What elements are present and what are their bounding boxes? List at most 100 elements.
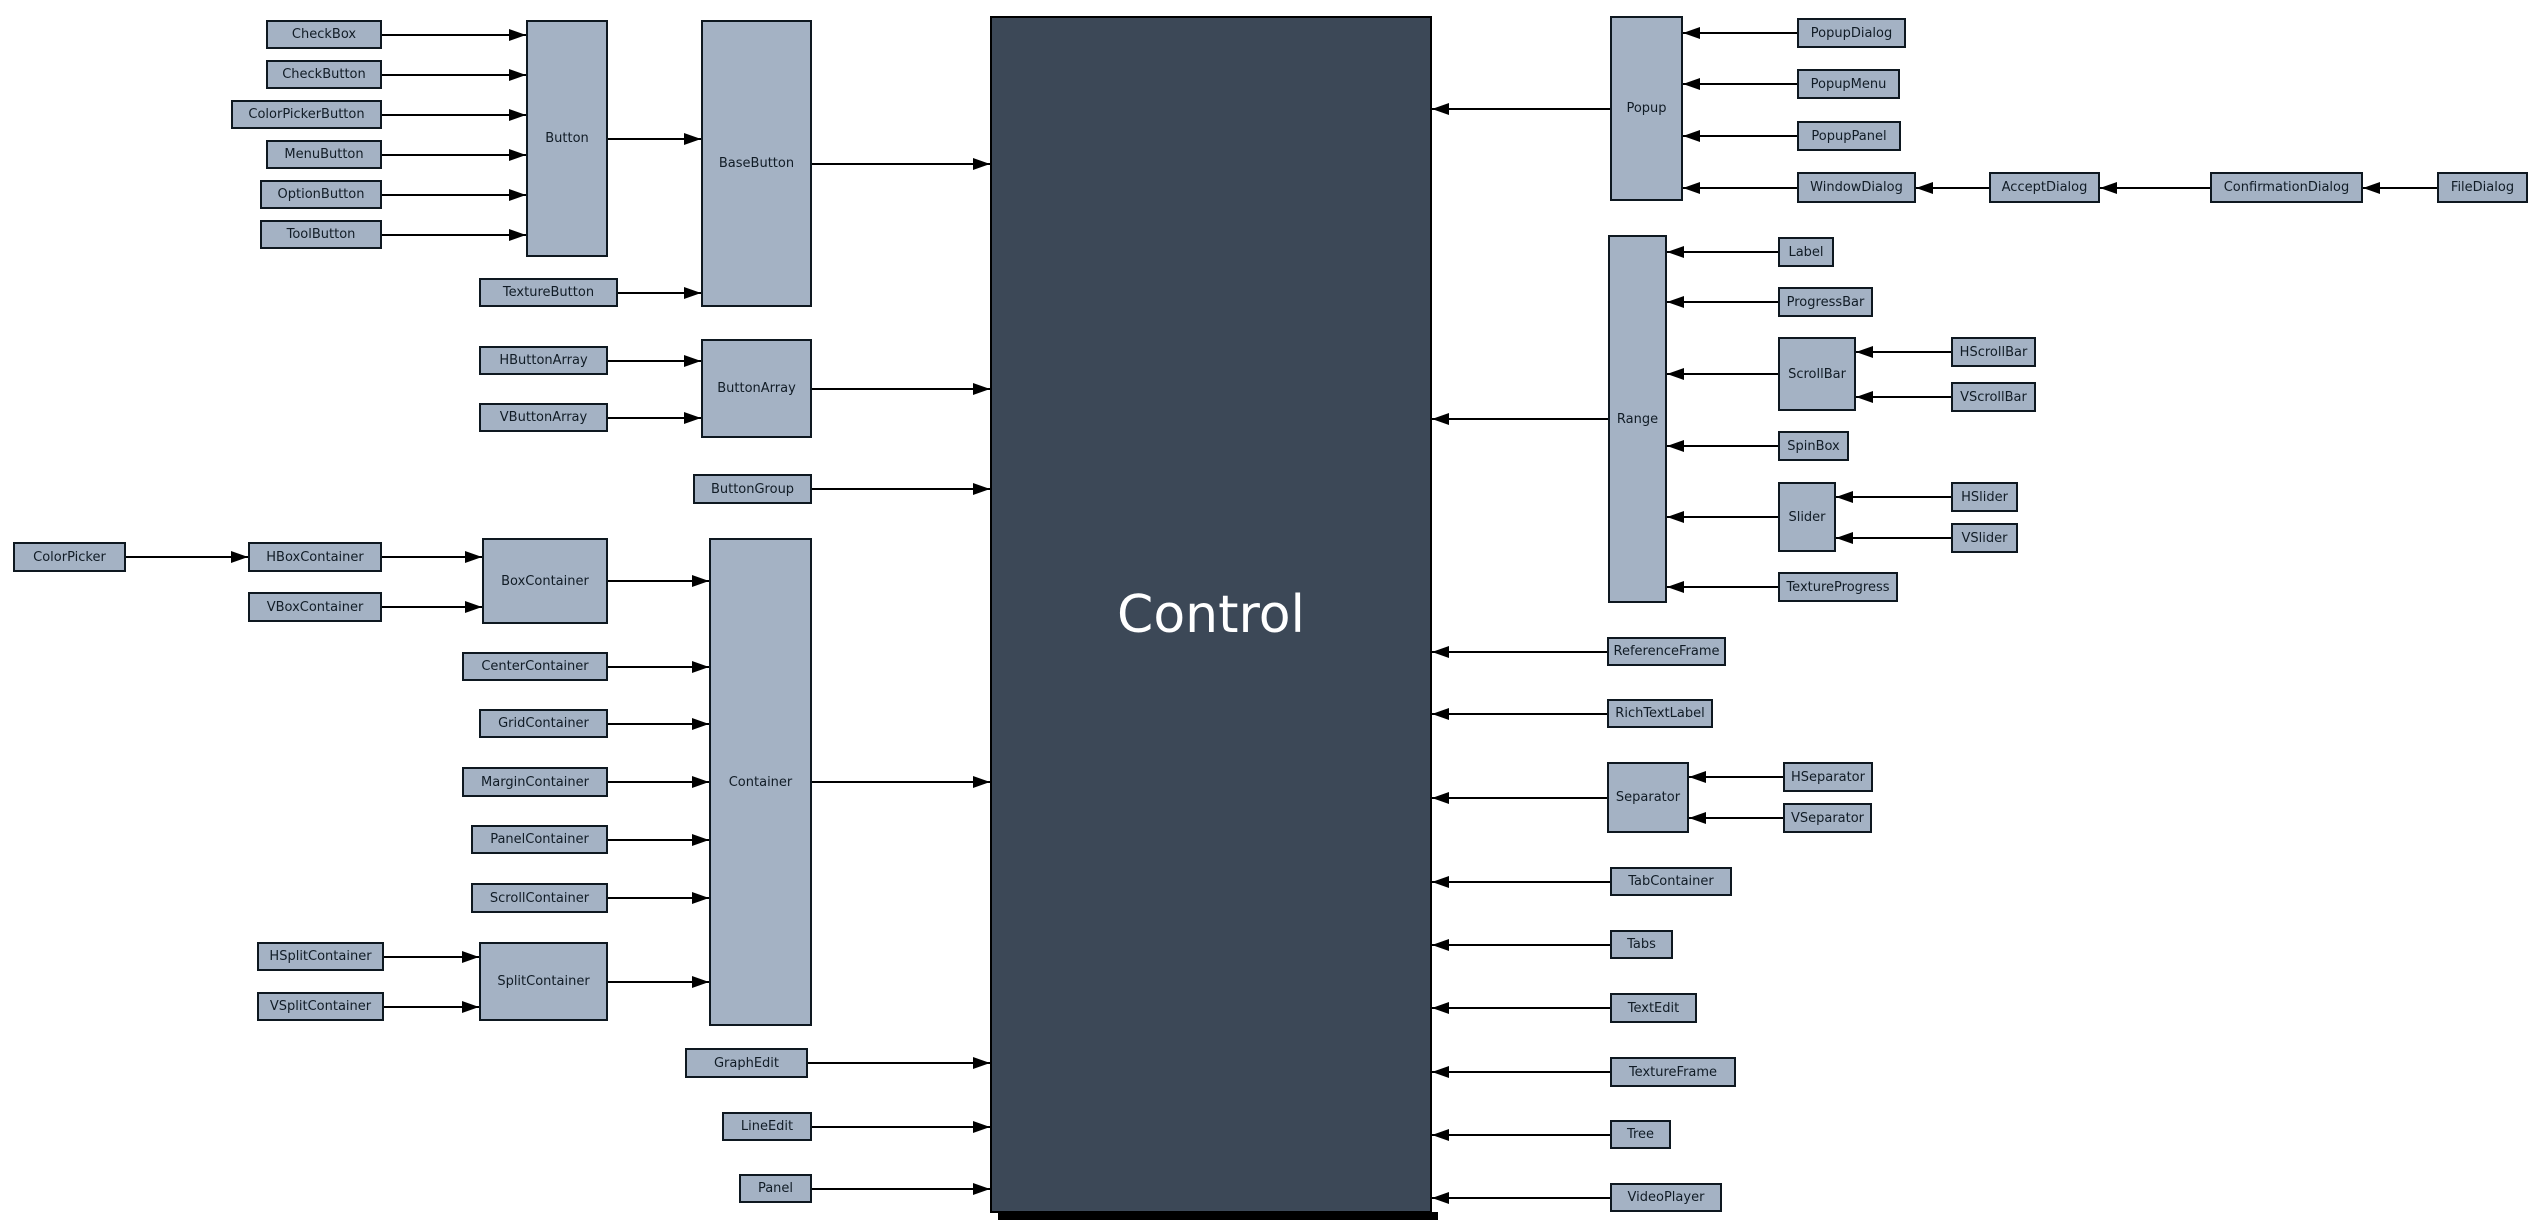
- class-node-VScrollBar: VScrollBar: [1951, 382, 2036, 412]
- arrowhead-icon: [1836, 532, 1853, 544]
- class-node-Container: Container: [709, 538, 812, 1026]
- arrowhead-icon: [1856, 391, 1873, 403]
- arrowhead-icon: [1667, 246, 1684, 258]
- edge-Label-to-Range: [1667, 251, 1778, 253]
- arrowhead-icon: [2100, 182, 2117, 194]
- edge-AcceptDialog-to-WindowDialog: [1916, 187, 1989, 189]
- edge-Panel-to-Control: [812, 1188, 990, 1190]
- arrowhead-icon: [2363, 182, 2380, 194]
- arrowhead-icon: [973, 776, 990, 788]
- arrowhead-icon: [1667, 368, 1684, 380]
- class-node-BoxContainer: BoxContainer: [482, 538, 608, 624]
- edge-PopupPanel-to-Popup: [1683, 135, 1797, 137]
- arrowhead-icon: [462, 951, 479, 963]
- edge-VSlider-to-Slider: [1836, 537, 1951, 539]
- class-node-VSeparator: VSeparator: [1783, 803, 1872, 833]
- edge-Tabs-to-Control: [1432, 944, 1610, 946]
- class-node-HButtonArray: HButtonArray: [479, 346, 608, 375]
- class-node-ColorPicker: ColorPicker: [13, 542, 126, 572]
- edge-HBoxContainer-to-BoxContainer: [382, 556, 482, 558]
- edge-MenuButton-to-Button: [382, 154, 526, 156]
- arrowhead-icon: [684, 133, 701, 145]
- class-node-MenuButton: MenuButton: [266, 140, 382, 169]
- class-node-Separator: Separator: [1607, 762, 1689, 833]
- class-node-GridContainer: GridContainer: [479, 709, 608, 738]
- arrowhead-icon: [1836, 491, 1853, 503]
- arrowhead-icon: [1432, 939, 1449, 951]
- edge-VideoPlayer-to-Control: [1432, 1197, 1610, 1199]
- class-node-VButtonArray: VButtonArray: [479, 403, 608, 432]
- class-node-ReferenceFrame: ReferenceFrame: [1607, 637, 1726, 666]
- edge-Separator-to-Control: [1432, 797, 1607, 799]
- edge-Popup-to-Control: [1432, 108, 1610, 110]
- edge-ScrollContainer-to-Container: [608, 897, 709, 899]
- class-node-GraphEdit: GraphEdit: [685, 1048, 808, 1078]
- arrowhead-icon: [231, 551, 248, 563]
- class-node-CenterContainer: CenterContainer: [462, 652, 608, 681]
- arrowhead-icon: [1916, 182, 1933, 194]
- arrowhead-icon: [465, 601, 482, 613]
- edge-CheckBox-to-Button: [382, 34, 526, 36]
- edge-FileDialog-to-ConfirmationDialog: [2363, 187, 2437, 189]
- arrowhead-icon: [509, 149, 526, 161]
- arrowhead-icon: [1432, 1002, 1449, 1014]
- arrowhead-icon: [973, 1057, 990, 1069]
- class-node-PopupPanel: PopupPanel: [1797, 121, 1901, 151]
- edge-Container-to-Control: [812, 781, 990, 783]
- class-node-PanelContainer: PanelContainer: [471, 825, 608, 854]
- edge-PanelContainer-to-Container: [608, 839, 709, 841]
- edge-CheckButton-to-Button: [382, 74, 526, 76]
- arrowhead-icon: [509, 229, 526, 241]
- edge-ReferenceFrame-to-Control: [1432, 651, 1607, 653]
- arrowhead-icon: [1432, 1192, 1449, 1204]
- class-node-HSlider: HSlider: [1951, 482, 2018, 512]
- class-node-HScrollBar: HScrollBar: [1951, 337, 2036, 367]
- class-node-CheckBox: CheckBox: [266, 20, 382, 49]
- edge-TabContainer-to-Control: [1432, 881, 1610, 883]
- class-node-MarginContainer: MarginContainer: [462, 767, 608, 797]
- arrowhead-icon: [1689, 812, 1706, 824]
- arrowhead-icon: [1432, 876, 1449, 888]
- edge-BaseButton-to-Control: [812, 163, 990, 165]
- arrowhead-icon: [509, 29, 526, 41]
- class-node-Slider: Slider: [1778, 482, 1836, 552]
- arrowhead-icon: [465, 551, 482, 563]
- class-node-Button: Button: [526, 20, 608, 257]
- edge-MarginContainer-to-Container: [608, 781, 709, 783]
- edge-VSplitContainer-to-SplitContainer: [384, 1006, 479, 1008]
- class-node-CheckButton: CheckButton: [266, 60, 382, 89]
- arrowhead-icon: [1683, 130, 1700, 142]
- arrowhead-icon: [1432, 413, 1449, 425]
- edge-HSplitContainer-to-SplitContainer: [384, 956, 479, 958]
- arrowhead-icon: [1856, 346, 1873, 358]
- edge-ColorPickerButton-to-Button: [382, 114, 526, 116]
- edge-RichTextLabel-to-Control: [1432, 713, 1607, 715]
- class-node-AcceptDialog: AcceptDialog: [1989, 172, 2100, 203]
- edge-BoxContainer-to-Container: [608, 580, 709, 582]
- arrowhead-icon: [462, 1001, 479, 1013]
- class-node-ConfirmationDialog: ConfirmationDialog: [2210, 172, 2363, 203]
- arrowhead-icon: [1683, 182, 1700, 194]
- arrowhead-icon: [692, 976, 709, 988]
- class-node-OptionButton: OptionButton: [260, 180, 382, 209]
- arrowhead-icon: [684, 287, 701, 299]
- arrowhead-icon: [684, 412, 701, 424]
- arrowhead-icon: [1683, 78, 1700, 90]
- edge-VScrollBar-to-ScrollBar: [1856, 396, 1951, 398]
- class-node-control: Control: [990, 16, 1438, 1220]
- arrowhead-icon: [1667, 581, 1684, 593]
- class-node-ColorPickerButton: ColorPickerButton: [231, 100, 382, 129]
- arrowhead-icon: [509, 189, 526, 201]
- edge-ConfirmationDialog-to-AcceptDialog: [2100, 187, 2210, 189]
- edge-CenterContainer-to-Container: [608, 666, 709, 668]
- class-node-ButtonGroup: ButtonGroup: [693, 474, 812, 504]
- edge-OptionButton-to-Button: [382, 194, 526, 196]
- class-node-TextureProgress: TextureProgress: [1778, 572, 1898, 602]
- class-node-HSeparator: HSeparator: [1783, 762, 1873, 792]
- class-node-TextureButton: TextureButton: [479, 278, 618, 307]
- class-node-HSplitContainer: HSplitContainer: [257, 942, 384, 971]
- class-node-HBoxContainer: HBoxContainer: [248, 542, 382, 572]
- edge-TextureButton-to-BaseButton: [618, 292, 701, 294]
- class-node-Label: Label: [1778, 237, 1834, 267]
- class-node-TextEdit: TextEdit: [1610, 993, 1697, 1023]
